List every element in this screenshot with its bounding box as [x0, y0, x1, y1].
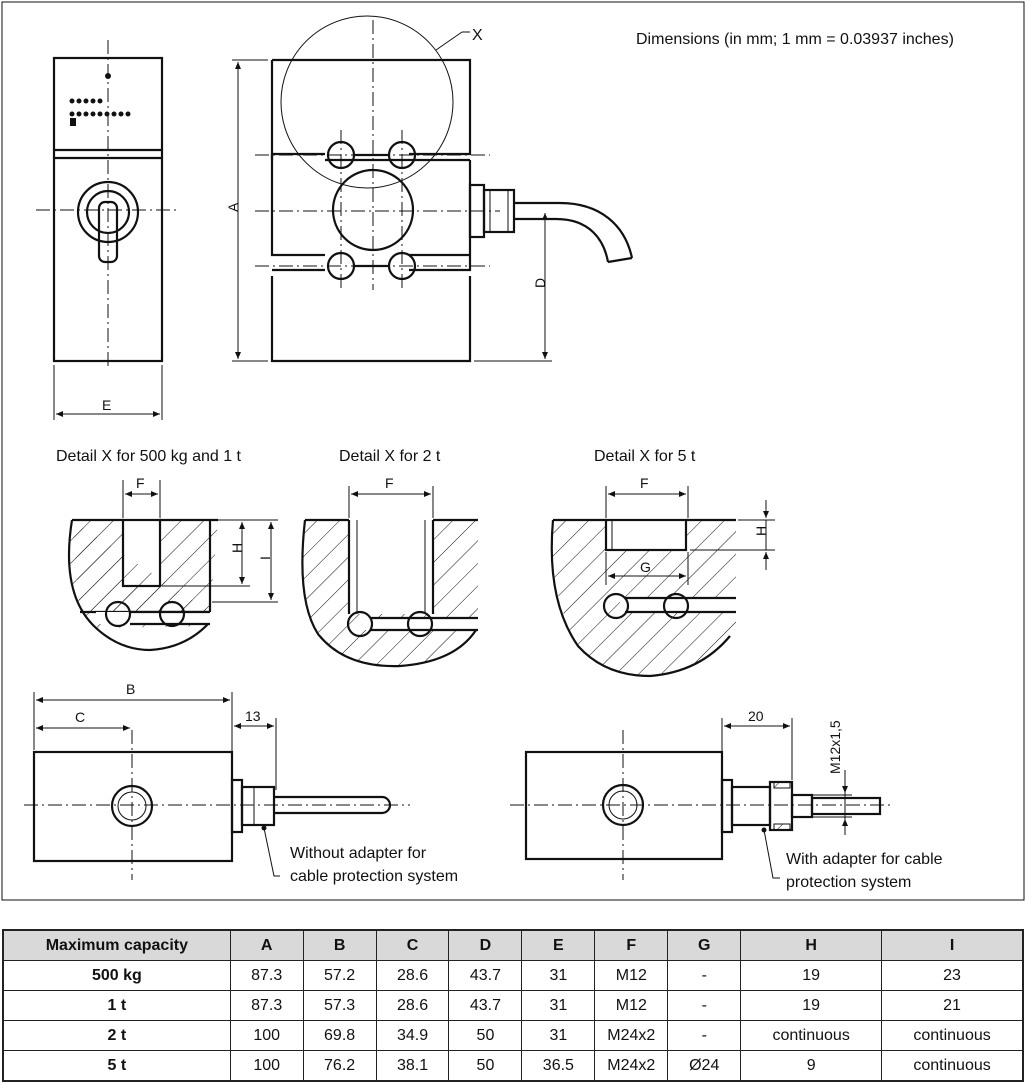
dim-label-f-detail3: F	[640, 475, 649, 491]
header-b: B	[302, 929, 377, 961]
detail-500kg-1t: F H I	[67, 475, 278, 652]
top-view-with-adapter: 20 M12x1,5 With adapter for cable protec…	[510, 708, 943, 891]
dim-label-g: G	[640, 559, 651, 575]
callout-with-adapter-line1: With adapter for cable	[786, 851, 943, 868]
dim-label-h-detail3: H	[753, 526, 769, 536]
cell-h: 9	[740, 1050, 883, 1082]
cell-d: 50	[448, 1020, 523, 1051]
cell-i: continuous	[881, 1020, 1024, 1051]
header-d: D	[448, 929, 523, 961]
dimensions-note: Dimensions (in mm; 1 mm = 0.03937 inches…	[636, 31, 954, 48]
cell-e: 31	[521, 1020, 596, 1051]
cell-e: 36.5	[521, 1050, 596, 1082]
cell-d: 50	[448, 1050, 523, 1082]
header-g: G	[667, 929, 742, 961]
cell-b: 76.2	[302, 1050, 377, 1082]
cell-i: 21	[881, 990, 1024, 1021]
side-view: E	[36, 40, 180, 420]
cell-f: M24x2	[594, 1050, 669, 1082]
detail-x-circle	[280, 15, 454, 189]
cell-e: 31	[521, 990, 596, 1021]
cell-g: -	[667, 1020, 742, 1051]
cell-i: continuous	[881, 1050, 1024, 1082]
callout-with-adapter-line2: protection system	[786, 874, 911, 891]
cell-a: 87.3	[229, 990, 304, 1021]
header-c: C	[375, 929, 450, 961]
detail-2t: F	[301, 475, 478, 668]
dim-label-h-detail1: H	[229, 543, 245, 553]
cell-capacity: 500 kg	[2, 960, 231, 991]
cell-c: 28.6	[375, 960, 450, 991]
table-row: 5 t 100 76.2 38.1 50 36.5 M24x2 Ø24 9 co…	[2, 1050, 1024, 1082]
cell-a: 100	[229, 1020, 304, 1051]
cell-b: 69.8	[302, 1020, 377, 1051]
cell-capacity: 2 t	[2, 1020, 231, 1051]
cell-d: 43.7	[448, 990, 523, 1021]
technical-drawing: Dimensions (in mm; 1 mm = 0.03937 inches…	[1, 1, 1025, 901]
cell-c: 38.1	[375, 1050, 450, 1082]
header-max-capacity: Maximum capacity	[2, 929, 231, 961]
drawing-frame	[1, 1, 1025, 901]
cell-a: 100	[229, 1050, 304, 1082]
table-row: 500 kg 87.3 57.2 28.6 43.7 31 M12 - 19 2…	[2, 960, 1024, 991]
detail-marker-x: X	[472, 27, 483, 44]
cell-f: M24x2	[594, 1020, 669, 1051]
dim-label-f-detail2: F	[385, 475, 394, 491]
dim-label-20: 20	[748, 708, 764, 724]
cell-c: 34.9	[375, 1020, 450, 1051]
detail-title-5t: Detail X for 5 t	[594, 448, 696, 465]
header-e: E	[521, 929, 596, 961]
cell-g: -	[667, 990, 742, 1021]
dimensions-table: Maximum capacity A B C D E F G H I 500 k…	[2, 929, 1024, 1082]
dim-label-c: C	[75, 709, 85, 725]
cell-c: 28.6	[375, 990, 450, 1021]
dim-label-thread: M12x1,5	[827, 720, 843, 774]
header-a: A	[229, 929, 304, 961]
detail-title-500kg-1t: Detail X for 500 kg and 1 t	[56, 448, 242, 465]
cell-f: M12	[594, 960, 669, 991]
dim-label-e: E	[102, 397, 111, 413]
cell-b: 57.2	[302, 960, 377, 991]
detail-title-2t: Detail X for 2 t	[339, 448, 441, 465]
detail-5t: F G H	[550, 475, 775, 678]
callout-without-adapter-line2: cable protection system	[290, 868, 458, 885]
dim-label-a: A	[225, 202, 241, 212]
cell-b: 57.3	[302, 990, 377, 1021]
header-f: F	[594, 929, 669, 961]
dim-label-13: 13	[245, 708, 261, 724]
header-i: I	[881, 929, 1024, 961]
cell-a: 87.3	[229, 960, 304, 991]
cell-g: -	[667, 960, 742, 991]
dim-label-d: D	[532, 278, 548, 288]
cell-h: continuous	[740, 1020, 883, 1051]
cell-f: M12	[594, 990, 669, 1021]
cell-e: 31	[521, 960, 596, 991]
cell-i: 23	[881, 960, 1024, 991]
dim-label-f-detail1: F	[136, 475, 145, 491]
cell-h: 19	[740, 990, 883, 1021]
cell-capacity: 5 t	[2, 1050, 231, 1082]
callout-without-adapter-line1: Without adapter for	[290, 845, 427, 862]
cell-capacity: 1 t	[2, 990, 231, 1021]
dim-label-b: B	[126, 681, 135, 697]
cell-d: 43.7	[448, 960, 523, 991]
header-h: H	[740, 929, 883, 961]
table-row: 1 t 87.3 57.3 28.6 43.7 31 M12 - 19 21	[2, 990, 1024, 1021]
top-view-without-adapter: B C 13 Without adapter for cable protect…	[24, 681, 458, 885]
table-header-row: Maximum capacity A B C D E F G H I	[2, 929, 1024, 961]
front-view: X A	[225, 15, 634, 363]
cell-h: 19	[740, 960, 883, 991]
table-row: 2 t 100 69.8 34.9 50 31 M24x2 - continuo…	[2, 1020, 1024, 1051]
dim-label-i-detail1: I	[257, 556, 273, 560]
cell-g: Ø24	[667, 1050, 742, 1082]
